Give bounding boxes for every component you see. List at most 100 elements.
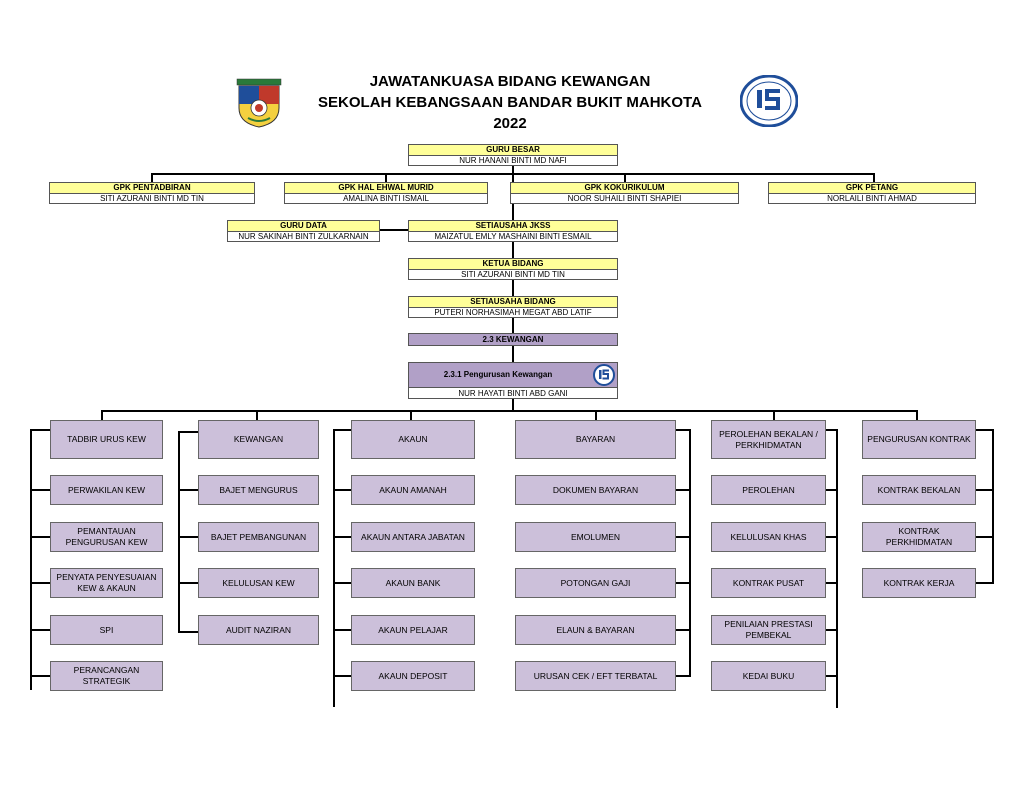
list-item: PENILAIAN PRESTASI PEMBEKAL — [711, 615, 826, 645]
connector — [676, 582, 691, 584]
person-name: AMALINA BINTI ISMAIL — [343, 194, 429, 203]
connector — [512, 280, 514, 296]
connector — [30, 536, 50, 538]
role-label: GPK KOKURIKULUM — [511, 183, 738, 194]
list-item: DOKUMEN BAYARAN — [515, 475, 676, 505]
school-crest-icon — [236, 78, 282, 128]
connector — [30, 489, 50, 491]
list-item: AKAUN BANK — [351, 568, 475, 598]
role-label: SETIAUSAHA JKSS — [409, 221, 617, 232]
person-name: NUR SAKINAH BINTI ZULKARNAIN — [238, 232, 369, 241]
connector — [30, 582, 50, 584]
list-item: PENYATA PENYESUAIAN KEW & AKAUN — [50, 568, 163, 598]
gpk-pentadbiran-box: GPK PENTADBIRAN SITI AZURANI BINTI MD TI… — [49, 182, 255, 204]
connector — [773, 410, 775, 420]
ketua-bidang-box: KETUA BIDANG SITI AZURANI BINTI MD TIN — [408, 258, 618, 280]
role-label: GPK PENTADBIRAN — [50, 183, 254, 194]
list-item: AKAUN PELAJAR — [351, 615, 475, 645]
list-item: KELULUSAN KHAS — [711, 522, 826, 552]
column-head: AKAUN — [351, 420, 475, 459]
pengurusan-kewangan-box: 2.3.1 Pengurusan Kewangan NUR HAYATI BIN… — [408, 362, 618, 399]
connector — [976, 536, 994, 538]
connector — [333, 629, 351, 631]
spine — [689, 429, 691, 677]
connector — [333, 489, 351, 491]
connector — [676, 675, 691, 677]
connector — [595, 410, 597, 420]
list-item: PEMANTAUAN PENGURUSAN KEW — [50, 522, 163, 552]
connector — [512, 318, 514, 333]
spine — [30, 429, 32, 690]
list-item: AUDIT NAZIRAN — [198, 615, 319, 645]
connector — [826, 629, 838, 631]
1s-badge-icon — [739, 74, 799, 128]
spine — [333, 429, 335, 707]
role-label: GPK HAL EHWAL MURID — [285, 183, 487, 194]
list-item: AKAUN DEPOSIT — [351, 661, 475, 691]
list-item: URUSAN CEK / EFT TERBATAL — [515, 661, 676, 691]
person-name: PUTERI NORHASIMAH MEGAT ABD LATIF — [434, 308, 592, 317]
connector — [101, 410, 103, 420]
role-label: GURU BESAR — [409, 145, 617, 156]
connector — [385, 173, 387, 182]
person-name: NUR HANANI BINTI MD NAFI — [459, 156, 567, 165]
connector — [676, 489, 691, 491]
connector — [826, 582, 838, 584]
connector — [178, 489, 198, 491]
person-name: SITI AZURANI BINTI MD TIN — [100, 194, 204, 203]
list-item: POTONGAN GAJI — [515, 568, 676, 598]
role-label: SETIAUSAHA BIDANG — [409, 297, 617, 308]
list-item: KONTRAK PUSAT — [711, 568, 826, 598]
list-item: PERANCANGAN STRATEGIK — [50, 661, 163, 691]
person-name: NORLAILI BINTI AHMAD — [827, 194, 917, 203]
connector — [976, 582, 994, 584]
connector — [178, 536, 198, 538]
connector — [333, 429, 351, 431]
connector — [151, 173, 153, 182]
list-item: KONTRAK PERKHIDMATAN — [862, 522, 976, 552]
spine — [992, 429, 994, 584]
connector — [826, 675, 838, 677]
spine — [178, 431, 180, 633]
connector — [512, 242, 514, 258]
column-head: KEWANGAN — [198, 420, 319, 459]
list-item: BAJET PEMBANGUNAN — [198, 522, 319, 552]
connector — [826, 429, 838, 431]
title-line-1: JAWATANKUASA BIDANG KEWANGAN — [369, 73, 651, 90]
person-name: NUR HAYATI BINTI ABD GANI — [458, 389, 568, 398]
connector — [512, 399, 514, 411]
list-item: BAJET MENGURUS — [198, 475, 319, 505]
connector — [151, 173, 875, 175]
connector — [256, 410, 258, 420]
setiausaha-bidang-box: SETIAUSAHA BIDANG PUTERI NORHASIMAH MEGA… — [408, 296, 618, 318]
connector — [30, 629, 50, 631]
connector — [30, 429, 50, 431]
1s-badge-icon — [593, 364, 615, 386]
list-item: PEROLEHAN — [711, 475, 826, 505]
column-head: PEROLEHAN BEKALAN / PERKHIDMATAN — [711, 420, 826, 459]
list-item: AKAUN ANTARA JABATAN — [351, 522, 475, 552]
connector — [178, 631, 198, 633]
column-head: BAYARAN — [515, 420, 676, 459]
sub-section-header: 2.3.1 Pengurusan Kewangan — [409, 363, 617, 388]
role-label: GPK PETANG — [769, 183, 975, 194]
connector — [379, 229, 409, 231]
connector — [333, 536, 351, 538]
connector — [826, 489, 838, 491]
person-name: SITI AZURANI BINTI MD TIN — [461, 270, 565, 279]
person-name: NOOR SUHAILI BINTI SHAPIEI — [567, 194, 682, 203]
column-head: TADBIR URUS KEW — [50, 420, 163, 459]
list-item: PERWAKILAN KEW — [50, 475, 163, 505]
section-header: 2.3 KEWANGAN — [408, 333, 618, 346]
list-item: KEDAI BUKU — [711, 661, 826, 691]
list-item: KONTRAK KERJA — [862, 568, 976, 598]
sub-section-label: 2.3.1 Pengurusan Kewangan — [443, 370, 553, 379]
role-label: KETUA BIDANG — [409, 259, 617, 270]
connector — [873, 173, 875, 182]
gpk-kokurikulum-box: GPK KOKURIKULUM NOOR SUHAILI BINTI SHAPI… — [510, 182, 739, 204]
connector — [101, 410, 917, 412]
gpk-petang-box: GPK PETANG NORLAILI BINTI AHMAD — [768, 182, 976, 204]
connector — [410, 410, 412, 420]
gpk-hem-box: GPK HAL EHWAL MURID AMALINA BINTI ISMAIL — [284, 182, 488, 204]
connector — [178, 582, 198, 584]
